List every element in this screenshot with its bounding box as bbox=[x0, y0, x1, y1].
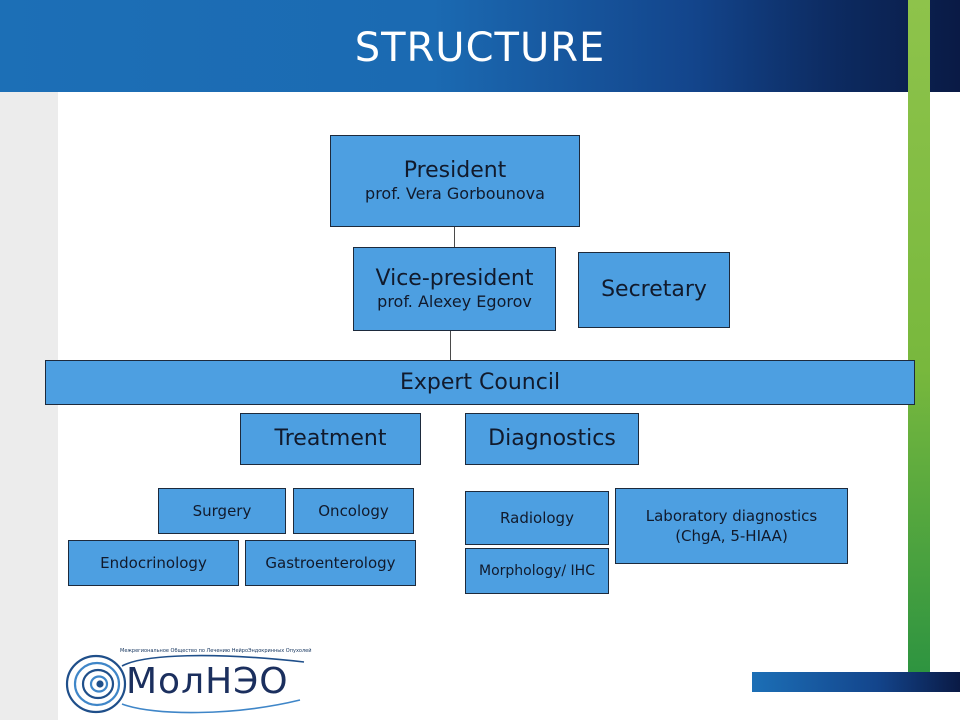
laboratory-diagnostics-line2: (ChgA, 5-HIAA) bbox=[675, 527, 788, 545]
oncology-label: Oncology bbox=[318, 502, 389, 520]
surgery-label: Surgery bbox=[192, 502, 252, 520]
spiral-icon bbox=[65, 654, 305, 714]
header-bar bbox=[0, 0, 960, 92]
diagnostics-label: Diagnostics bbox=[488, 426, 616, 451]
surgery-box: Surgery bbox=[158, 488, 286, 534]
connector-president-vice bbox=[454, 226, 455, 248]
vice-president-box: Vice-president prof. Alexey Egorov bbox=[353, 247, 556, 331]
vice-president-role: Vice-president bbox=[375, 266, 534, 291]
endocrinology-label: Endocrinology bbox=[100, 554, 207, 572]
logo-wordmark: МолНЭО bbox=[126, 661, 289, 702]
oncology-box: Oncology bbox=[293, 488, 414, 534]
molneo-logo bbox=[65, 654, 305, 714]
secretary-box: Secretary bbox=[578, 252, 730, 328]
treatment-label: Treatment bbox=[274, 426, 387, 451]
laboratory-diagnostics-box: Laboratory diagnostics (ChgA, 5-HIAA) bbox=[615, 488, 848, 564]
connector-vice-council bbox=[450, 330, 451, 360]
radiology-box: Radiology bbox=[465, 491, 609, 545]
bottom-accent-bar bbox=[752, 672, 960, 692]
vice-president-name: prof. Alexey Egorov bbox=[377, 292, 532, 311]
president-role: President bbox=[403, 158, 507, 183]
diagnostics-box: Diagnostics bbox=[465, 413, 639, 465]
gastroenterology-box: Gastroenterology bbox=[245, 540, 416, 586]
laboratory-diagnostics-line1: Laboratory diagnostics bbox=[645, 507, 818, 525]
green-accent-strip bbox=[908, 0, 930, 672]
expert-council-label: Expert Council bbox=[399, 369, 561, 395]
president-box: President prof. Vera Gorbounova bbox=[330, 135, 580, 227]
president-name: prof. Vera Gorbounova bbox=[365, 184, 545, 203]
treatment-box: Treatment bbox=[240, 413, 421, 465]
page-title: STRUCTURE bbox=[354, 25, 606, 71]
expert-council-box: Expert Council bbox=[45, 360, 915, 405]
gastroenterology-label: Gastroenterology bbox=[265, 554, 396, 572]
endocrinology-box: Endocrinology bbox=[68, 540, 239, 586]
logo-tagline: Межрегиональное Общество по Лечению Нейр… bbox=[120, 648, 312, 654]
morphology-ihc-label: Morphology/ IHC bbox=[479, 563, 595, 579]
left-margin-strip bbox=[0, 92, 58, 720]
secretary-role: Secretary bbox=[601, 277, 707, 302]
radiology-label: Radiology bbox=[500, 509, 574, 527]
morphology-ihc-box: Morphology/ IHC bbox=[465, 548, 609, 594]
